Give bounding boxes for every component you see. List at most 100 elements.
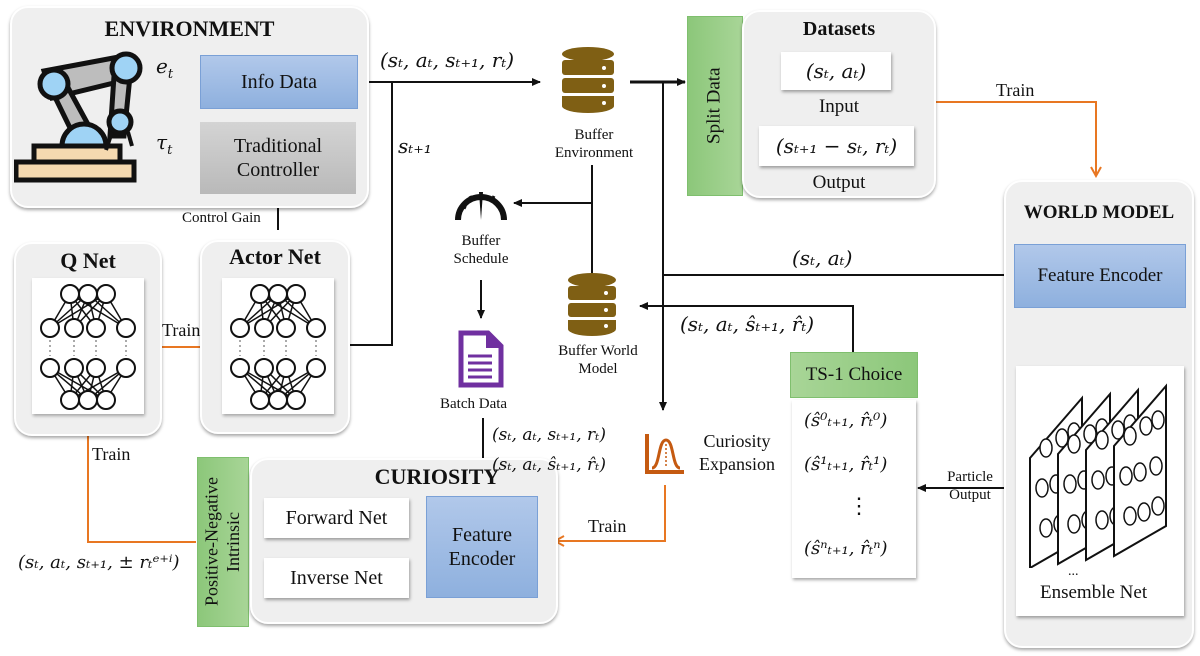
model-transition-label: (sₜ, aₜ, ŝₜ₊₁, r̂ₜ) xyxy=(680,312,815,336)
split-data-box[interactable]: Split Data xyxy=(687,16,743,196)
q-net-title: Q Net xyxy=(60,248,116,273)
nn-node xyxy=(86,358,106,378)
ensemble-node xyxy=(1095,430,1109,450)
buffer-schedule-icon xyxy=(455,192,507,221)
ensemble-node xyxy=(1111,420,1125,440)
nn-node xyxy=(64,318,84,338)
batch-data-icon xyxy=(458,330,504,388)
ensemble-node xyxy=(1083,424,1097,444)
nn-node xyxy=(250,284,270,304)
nn-edge xyxy=(259,367,317,401)
particle-list: (ŝ⁰ₜ₊₁, r̂ₜ⁰) (ŝ¹ₜ₊₁, r̂ₜ¹) ⋮ (ŝⁿₜ₊₁, r̂… xyxy=(792,400,916,578)
robot-arm-icon xyxy=(14,51,143,183)
particle-1: (ŝ¹ₜ₊₁, r̂ₜ¹) xyxy=(804,454,888,475)
nn-node xyxy=(286,284,306,304)
ensemble-node xyxy=(1067,434,1081,454)
ensemble-node xyxy=(1119,466,1133,486)
nn-node xyxy=(64,358,84,378)
nn-edge xyxy=(239,367,297,401)
nn-node xyxy=(116,318,136,338)
ensemble-node xyxy=(1149,456,1163,476)
buffer-world-model-icon xyxy=(568,273,616,336)
nn-node xyxy=(230,358,250,378)
batch-model-label: (sₜ, aₜ, ŝₜ₊₁, r̂ₜ) xyxy=(492,455,606,475)
forward-net-box[interactable]: Forward Net xyxy=(264,498,409,538)
input-signal-label: et xyxy=(156,54,174,82)
ensemble-node xyxy=(1151,496,1165,516)
ensemble-net-label: Ensemble Net xyxy=(1040,582,1148,603)
train-label-world: Train xyxy=(996,80,1035,100)
dataset-input-value: (sₜ, aₜ) xyxy=(781,52,891,90)
ensemble-ellipsis: ... xyxy=(1068,564,1079,579)
nn-node xyxy=(116,358,136,378)
buffer-schedule-label: Buffer Schedule xyxy=(453,233,509,267)
line-next-state xyxy=(337,82,393,349)
nn-node xyxy=(268,390,288,410)
curiosity-expansion-label: Curiosity Expansion xyxy=(699,431,775,474)
state-action-label: (sₜ, aₜ) xyxy=(792,246,853,270)
nn-edge xyxy=(259,293,317,329)
traditional-controller-box[interactable]: Traditional Controller xyxy=(200,122,356,194)
nn-node xyxy=(78,390,98,410)
nn-edge xyxy=(69,367,127,401)
transition-label: (sₜ, aₜ, sₜ₊₁, rₜ) xyxy=(380,48,515,72)
datasets-panel: Datasets (sₜ, aₜ) Input (sₜ₊₁ − sₜ, rₜ) … xyxy=(742,10,936,198)
curiosity-title: CURIOSITY xyxy=(374,464,500,489)
curiosity-expansion-icon xyxy=(645,434,684,474)
ensemble-node xyxy=(1091,470,1105,490)
ensemble-layer xyxy=(1113,383,1167,558)
nn-node xyxy=(306,358,326,378)
nn-node xyxy=(254,318,274,338)
nn-node xyxy=(286,390,306,410)
inverse-net-box[interactable]: Inverse Net xyxy=(264,558,409,598)
train-arrow-curiosity xyxy=(555,485,666,541)
control-gain-label: Control Gain xyxy=(182,210,261,226)
world-feature-encoder-box[interactable]: Feature Encoder xyxy=(1014,244,1186,308)
nn-node xyxy=(276,318,296,338)
ensemble-node xyxy=(1039,518,1053,538)
ensemble-node xyxy=(1095,510,1109,530)
particle-ellipsis: ⋮ xyxy=(848,494,870,519)
dataset-input-label: Input xyxy=(818,96,860,117)
q-net-graph-icon xyxy=(32,278,144,414)
nn-edge xyxy=(239,293,297,329)
ensemble-node xyxy=(1151,410,1165,430)
nn-node xyxy=(40,318,60,338)
ensemble-node xyxy=(1067,514,1081,534)
ensemble-node xyxy=(1123,506,1137,526)
batch-data-label: Batch Data xyxy=(440,396,508,412)
actor-net-graph-icon xyxy=(222,278,334,414)
particle-n: (ŝⁿₜ₊₁, r̂ₜⁿ) xyxy=(804,538,888,559)
train-label-qnet-actor: Train xyxy=(162,320,201,340)
nn-node xyxy=(60,284,80,304)
ensemble-node xyxy=(1039,438,1053,458)
world-model-title: WORLD MODEL xyxy=(1023,202,1175,223)
buffer-environment-label: Buffer Environment xyxy=(554,127,634,161)
particle-0: (ŝ⁰ₜ₊₁, r̂ₜ⁰) xyxy=(804,410,888,431)
output-signal-label: τt xyxy=(156,130,173,158)
nn-node xyxy=(250,390,270,410)
ts1-choice-box[interactable]: TS-1 Choice xyxy=(790,352,918,398)
nn-node xyxy=(306,318,326,338)
info-data-box[interactable]: Info Data xyxy=(200,55,358,109)
nn-node xyxy=(268,284,288,304)
ensemble-node xyxy=(1055,428,1069,448)
curiosity-feature-encoder-box[interactable]: Feature Encoder xyxy=(426,496,538,598)
dataset-output-label: Output xyxy=(812,172,866,193)
buffer-environment-icon xyxy=(562,47,614,113)
line-buffer-to-schedule xyxy=(514,165,593,290)
dataset-output-value: (sₜ₊₁ − sₜ, rₜ) xyxy=(759,126,914,166)
nn-node xyxy=(96,390,116,410)
ensemble-node xyxy=(1139,416,1153,436)
nn-node xyxy=(60,390,80,410)
ensemble-node xyxy=(1123,426,1137,446)
train-arrow-qnet xyxy=(88,420,196,543)
ensemble-node xyxy=(1133,462,1147,482)
nn-node xyxy=(78,284,98,304)
batch-real-label: (sₜ, aₜ, sₜ₊₁, rₜ) xyxy=(492,425,606,445)
train-label-qnet: Train xyxy=(92,444,131,464)
nn-node xyxy=(96,284,116,304)
positive-negative-intrinsic-box[interactable]: Positive-Negative Intrinsic xyxy=(197,457,249,627)
actor-net-title: Actor Net xyxy=(229,244,321,269)
nn-node xyxy=(40,358,60,378)
